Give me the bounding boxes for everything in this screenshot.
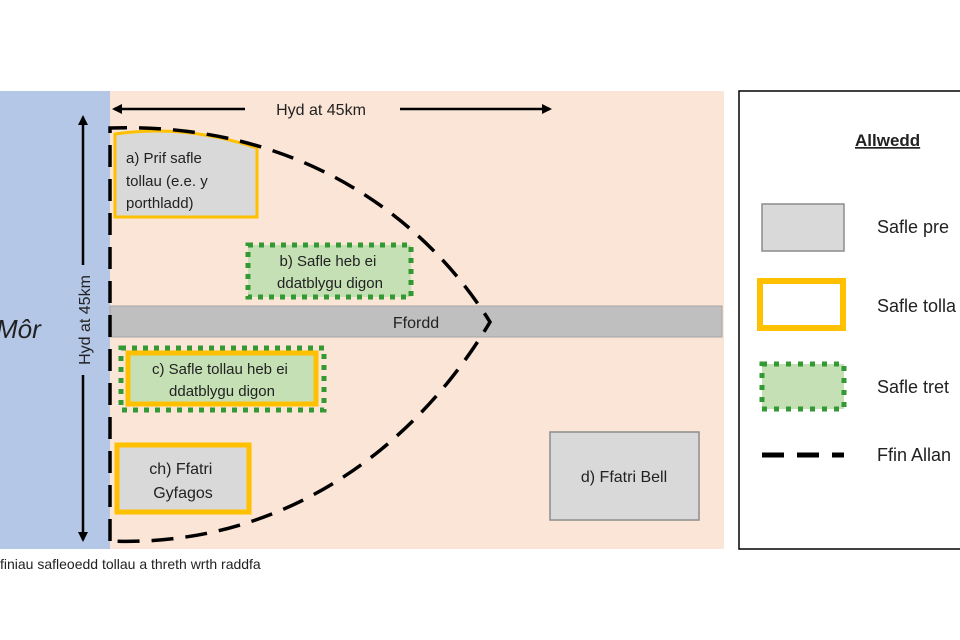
- horizontal-length-label: Hyd at 45km: [276, 102, 366, 119]
- legend-label-existing-site: Safle pre: [877, 217, 949, 237]
- legend-swatch-existing-site: [761, 203, 845, 252]
- figure-caption: finiau safleoedd tollau a threth wrth ra…: [0, 556, 261, 572]
- road: [109, 305, 723, 338]
- road-label: Ffordd: [393, 315, 439, 332]
- sea-area: [0, 91, 110, 549]
- site-a-main-customs: [113, 129, 259, 219]
- site-c-label: c) Safle tollau heb ei ddatblygu digon: [152, 361, 292, 400]
- site-ch-nearby-factory: [114, 442, 252, 515]
- sea-label: Môr: [0, 314, 42, 344]
- site-a-label: a) Prif safle tollau (e.e. y porthladd): [126, 150, 212, 212]
- site-ch-label: ch) Ffatri Gyfagos: [149, 461, 217, 502]
- legend-title: Allwedd: [855, 131, 920, 150]
- legend-swatch-customs-site: [757, 278, 846, 331]
- site-d-distant-factory: [549, 431, 700, 521]
- legend-label-outer-boundary: Ffin Allan: [877, 445, 951, 465]
- legend-label-customs-site: Safle tolla: [877, 296, 957, 316]
- vertical-length-label: Hyd at 45km: [77, 275, 94, 365]
- site-d-label: d) Ffatri Bell: [581, 469, 667, 486]
- site-b-label: b) Safle heb ei ddatblygu digon: [277, 253, 383, 292]
- site-c-tax-outline: [118, 345, 327, 413]
- site-c-customs: [125, 350, 319, 407]
- outer-boundary-dashed: [108, 126, 493, 544]
- site-b-tax: [245, 242, 414, 300]
- legend-swatch-tax-site: [759, 361, 847, 412]
- legend-label-tax-site: Safle tret: [877, 377, 949, 397]
